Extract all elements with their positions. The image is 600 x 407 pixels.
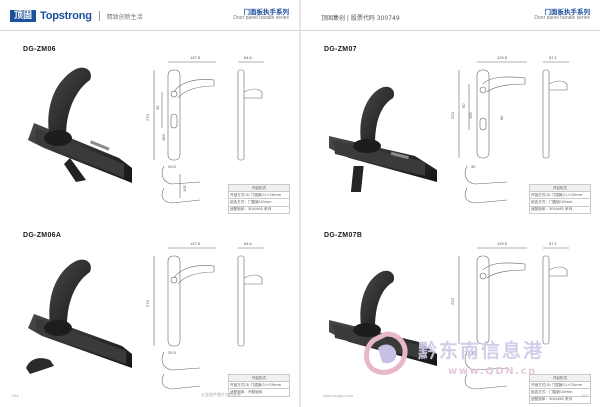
site-watermark: 黔东南信息港 www.QDN.cn (360, 330, 560, 390)
handle-photo (26, 259, 132, 374)
dim-side: 64.6 (244, 241, 253, 246)
dim-width: 137.5 (190, 241, 201, 246)
spec-row: 适配锁体：304/465 系列 (529, 205, 591, 214)
spec-table: 开启形式 开锁方式(3) 门插销(1)+20mm 锁舌方式：门插销/10mm 适… (529, 373, 591, 404)
technical-drawing: 129.5 57.1 223 60 195 85 30 (450, 55, 569, 204)
spec-row: 适配锁体：304/465 系列 (228, 205, 290, 214)
left-page: 顶固 Topstrong 精致创新生活 门面板执手系列 Door panel h… (0, 0, 299, 407)
spec-row: 锁舌方式：门插销/10mm (529, 198, 591, 207)
product-section: DG-ZM07 (301, 34, 600, 214)
left-series-title: 门面板执手系列 Door panel handle series (233, 9, 289, 21)
spec-row: 锁舌方式：门插销/10mm (529, 388, 591, 397)
dim-side: 64.6 (244, 55, 253, 60)
company-line: 顶固集创 | 股票代码 300749 (321, 15, 400, 22)
dim-a: 45 (155, 105, 160, 110)
dim-height: 223 (450, 112, 455, 119)
watermark-url: www.QDN.cn (448, 366, 537, 377)
dim-height: 274 (145, 114, 150, 121)
watermark-logo-icon (364, 331, 408, 375)
model-code: DG-ZM06A (23, 232, 62, 239)
model-code: DG-ZM06 (23, 46, 56, 53)
spec-table: 开启形式 开锁方式(3) 门插销(1)+20mm 锁舌方式：门插销/10mm 适… (228, 183, 290, 214)
right-header: 顶固集创 | 股票代码 300749 门面板执手系列 Door panel ha… (301, 0, 600, 31)
page-number: 047 (581, 393, 588, 398)
dim-d: 29.5 (168, 350, 177, 355)
logo-divider (98, 11, 100, 21)
series-title-cn: 门面板执手系列 (243, 8, 290, 16)
dim-width: 129.5 (497, 55, 508, 60)
spec-row: 开锁方式(3) 门插销(1)+20mm (529, 381, 591, 390)
spec-table: 开启形式 开锁方式(3) 门插销(1)+20mm 适配锁体：不配锁体 (228, 373, 290, 397)
page-number: 046 (12, 393, 19, 398)
spec-row: 开锁方式(3) 门插销(1)+20mm (529, 191, 591, 200)
dim-f: 105 (182, 185, 187, 192)
left-header: 顶固 Topstrong 精致创新生活 门面板执手系列 Door panel h… (0, 0, 299, 31)
spec-header: 开启形式 (529, 183, 591, 193)
dim-height: 274 (145, 300, 150, 307)
dim-d: 30 (471, 164, 476, 169)
footer-url: www.dingqu.com (323, 393, 354, 398)
spec-header: 开启形式 (529, 373, 591, 383)
spec-row: 适配锁体：不配锁体 (228, 388, 290, 397)
dim-side: 57.1 (549, 55, 558, 60)
model-code: DG-ZM07B (324, 232, 363, 239)
spec-row: 开锁方式(3) 门插销(1)+20mm (228, 381, 290, 390)
dim-d: 30 (471, 350, 476, 355)
series-title-cn: 门面板执手系列 (544, 8, 591, 16)
product-section: DG-ZM06 (0, 34, 299, 214)
brand-slogan: 精致创新生活 (106, 13, 143, 21)
footer-note: 五金配件图片仅供参考 (201, 392, 241, 397)
dim-width: 129.5 (497, 241, 508, 246)
spec-row: 锁舌方式：门插销/10mm (228, 198, 290, 207)
dim-c: 166 (161, 134, 166, 141)
handle-photo (329, 86, 437, 192)
spec-header: 开启形式 (228, 373, 290, 383)
brand-wordmark: Topstrong (40, 10, 92, 22)
technical-drawing: 137.5 64.6 274 45 166 29.5 105 (145, 55, 264, 204)
dim-side: 57.1 (549, 241, 558, 246)
page-spine (299, 0, 301, 407)
model-code: DG-ZM07 (324, 46, 357, 53)
technical-drawing: 137.5 64.6 274 29.5 (145, 241, 264, 390)
product-section: DG-ZM06A (0, 220, 299, 397)
dim-a: 60 (461, 103, 466, 108)
dim-d: 29.5 (168, 164, 177, 169)
dim-c: 195 (468, 112, 473, 119)
product-section: DG-ZM07B (301, 220, 600, 404)
series-title-en: Door panel handle series (534, 14, 590, 21)
technical-drawing: 129.5 57.1 223 30 (450, 241, 569, 390)
right-page: 顶固集创 | 股票代码 300749 门面板执手系列 Door panel ha… (301, 0, 600, 407)
spec-row: 适配锁体：304/465 系列 (529, 395, 591, 404)
right-series-title: 门面板执手系列 Door panel handle series (534, 9, 590, 21)
watermark-text: 黔东南信息港 (418, 340, 545, 362)
brand-logo: 顶固 Topstrong 精致创新生活 (10, 9, 143, 23)
handle-photo (28, 67, 132, 183)
spec-row: 开锁方式(3) 门插销(1)+20mm (228, 191, 290, 200)
series-title-en: Door panel handle series (233, 14, 289, 21)
spec-table: 开启形式 开锁方式(3) 门插销(1)+20mm 锁舌方式：门插销/10mm 适… (529, 183, 591, 214)
spec-header: 开启形式 (228, 183, 290, 193)
dim-height: 223 (450, 298, 455, 305)
dim-b: 85 (499, 115, 504, 120)
dim-width: 137.5 (190, 55, 201, 60)
brand-mark: 顶固 (10, 10, 36, 22)
